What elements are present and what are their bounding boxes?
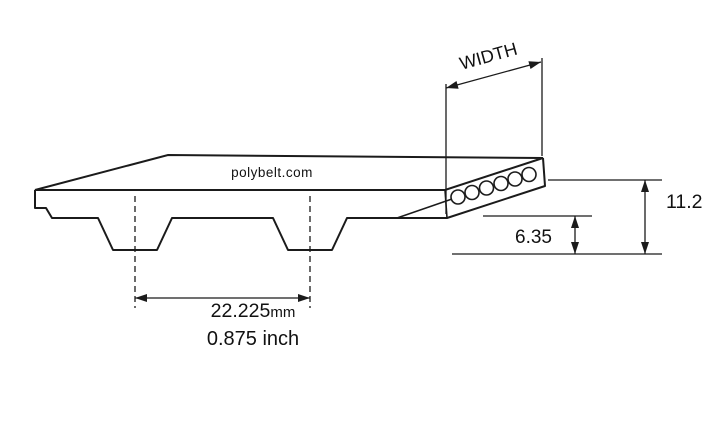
tooth-depth-label: 6.35 [515,227,552,248]
tensile-cord-circle [464,184,480,201]
pitch-mm-label: 22.225mm [211,300,296,322]
width-arrow-left [446,81,459,89]
width-label: WIDTH [457,39,519,74]
tooth-depth-arrow-down [571,242,579,254]
thickness-arrow-down [641,242,649,254]
pitch-mm-value: 22.225 [211,300,271,322]
belt-cut-tooth-flank-line [396,198,453,219]
tensile-cord-circle [521,166,537,183]
belt-drawing: polybelt.com [34,153,546,251]
pitch-inch-label: 0.875 inch [207,328,299,350]
overall-thickness-dimension: 11.2 [452,179,703,255]
pitch-mm-unit: mm [270,304,295,321]
thickness-arrow-up [641,180,649,192]
width-dimension-line [445,61,542,89]
tooth-depth-dimension: 6.35 [483,215,592,254]
tensile-cord-circle [507,171,523,187]
tensile-cords [450,166,537,205]
tensile-cord-circle [478,180,495,196]
watermark-text: polybelt.com [231,165,313,180]
pitch-arrow-left [135,294,147,302]
pitch-dimension: 22.225mm 0.875 inch [134,196,311,350]
pitch-arrow-right [298,294,310,302]
tensile-cord-circle [493,175,509,192]
belt-tooth-profile-outline [34,157,546,251]
width-arrow-right [528,61,541,69]
tensile-cord-circle [450,189,466,205]
overall-thickness-label: 11.2 [666,191,703,213]
tooth-depth-arrow-up [571,216,579,228]
